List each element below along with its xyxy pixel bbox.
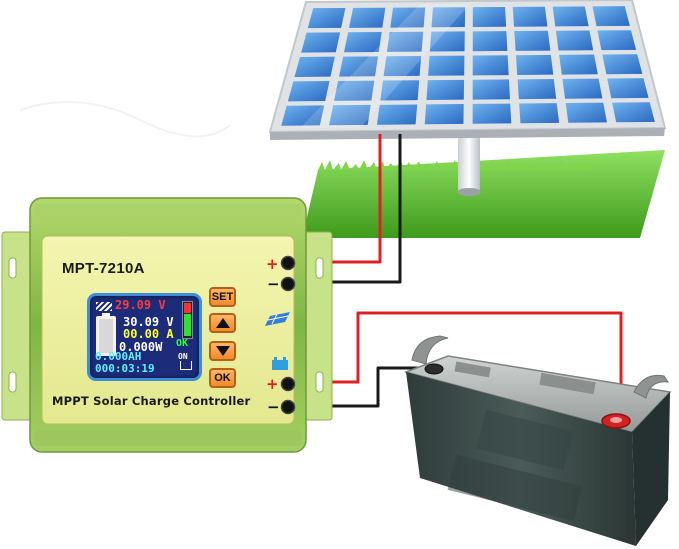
solar-cell	[428, 55, 465, 76]
solar-cell	[612, 102, 655, 123]
battery-negative-terminal	[280, 399, 296, 415]
lcd-level-bar	[182, 301, 193, 339]
lcd-amp-hours: 0.000AH	[95, 350, 142, 363]
solar-cell	[301, 32, 341, 53]
solar-cell	[334, 80, 375, 101]
solar-cell	[519, 103, 560, 124]
solar-cell	[376, 104, 418, 125]
pv-negative-sign: −	[267, 275, 280, 293]
solar-cell	[281, 105, 325, 126]
battery-positive-wire	[290, 311, 623, 420]
battery	[403, 335, 672, 546]
solar-panel	[268, 0, 667, 140]
solar-cell	[287, 81, 330, 102]
lcd-load-icon	[180, 361, 192, 370]
solar-cell	[472, 79, 510, 100]
solar-cell	[424, 104, 464, 125]
battery-negative-wire	[290, 366, 432, 408]
solar-cell	[512, 6, 548, 27]
pv-negative-terminal	[280, 276, 296, 292]
solar-cell	[429, 31, 465, 52]
panel-cells	[281, 4, 655, 128]
up-button[interactable]	[209, 313, 236, 333]
lcd-battery-current: 00.00 A	[123, 327, 174, 341]
set-button[interactable]: SET	[209, 287, 236, 307]
solar-cell	[555, 30, 594, 51]
lcd-battery-voltage: 30.09 V	[123, 315, 174, 329]
battery-positive-terminal	[280, 376, 296, 392]
lcd-pv-voltage: 29.09 V	[115, 298, 166, 312]
battery-negative-post	[424, 363, 444, 375]
solar-cell	[339, 56, 379, 77]
model-label: MPT-7210A	[62, 260, 145, 277]
solar-cell	[426, 79, 465, 101]
solar-panel-icon	[265, 312, 290, 326]
battery-negative-sign: −	[267, 398, 280, 416]
lcd-battery-power: 0.000W	[119, 340, 163, 354]
solar-cell	[565, 102, 607, 123]
battery-mini-icon	[272, 357, 288, 370]
solar-cell	[431, 7, 466, 28]
solar-cell	[390, 7, 426, 28]
lcd-ok-status: OK	[176, 338, 189, 349]
solar-cell	[515, 54, 554, 75]
solar-cell	[349, 7, 386, 28]
solar-cell	[607, 78, 649, 99]
lcd-display: 29.09 V 30.09 V 00.00 A 0.000W OK ON 0.0…	[87, 293, 202, 381]
solar-cell	[472, 55, 509, 76]
solar-cell	[592, 6, 630, 27]
pv-positive-sign: +	[266, 255, 279, 273]
solar-cell	[386, 31, 424, 52]
pv-positive-terminal	[280, 255, 296, 271]
solar-cell	[514, 30, 551, 51]
panel-glare	[300, 4, 470, 128]
solar-cell	[472, 6, 507, 27]
solar-cell	[517, 79, 557, 100]
background-sketch	[19, 101, 231, 138]
arrow-up-icon	[215, 318, 230, 328]
solar-cell	[472, 31, 508, 52]
solar-cell	[559, 54, 598, 75]
lcd-solar-icon	[96, 302, 112, 311]
panel-pole	[457, 128, 481, 196]
arrow-down-icon	[215, 346, 230, 356]
down-button[interactable]	[209, 341, 236, 361]
solar-cell	[344, 32, 382, 53]
solar-cell	[380, 80, 420, 101]
battery-wires	[290, 311, 623, 420]
footer-label: MPPT Solar Charge Controller	[52, 394, 251, 408]
solar-cell	[329, 104, 371, 126]
ok-button[interactable]: OK	[209, 368, 236, 388]
solar-cell	[383, 55, 422, 77]
solar-cell	[552, 6, 589, 27]
solar-cell	[602, 54, 643, 75]
lcd-battery-icon	[96, 313, 116, 356]
lcd-on-status: ON	[178, 352, 188, 361]
battery-positive-sign: +	[266, 375, 279, 393]
solar-cell	[562, 78, 603, 99]
grass-patch	[302, 150, 665, 238]
solar-cell	[472, 103, 512, 124]
solar-cell	[307, 7, 346, 29]
solar-cell	[294, 56, 335, 77]
solar-cell	[597, 30, 637, 51]
lcd-runtime: 000:03:19	[95, 362, 155, 375]
